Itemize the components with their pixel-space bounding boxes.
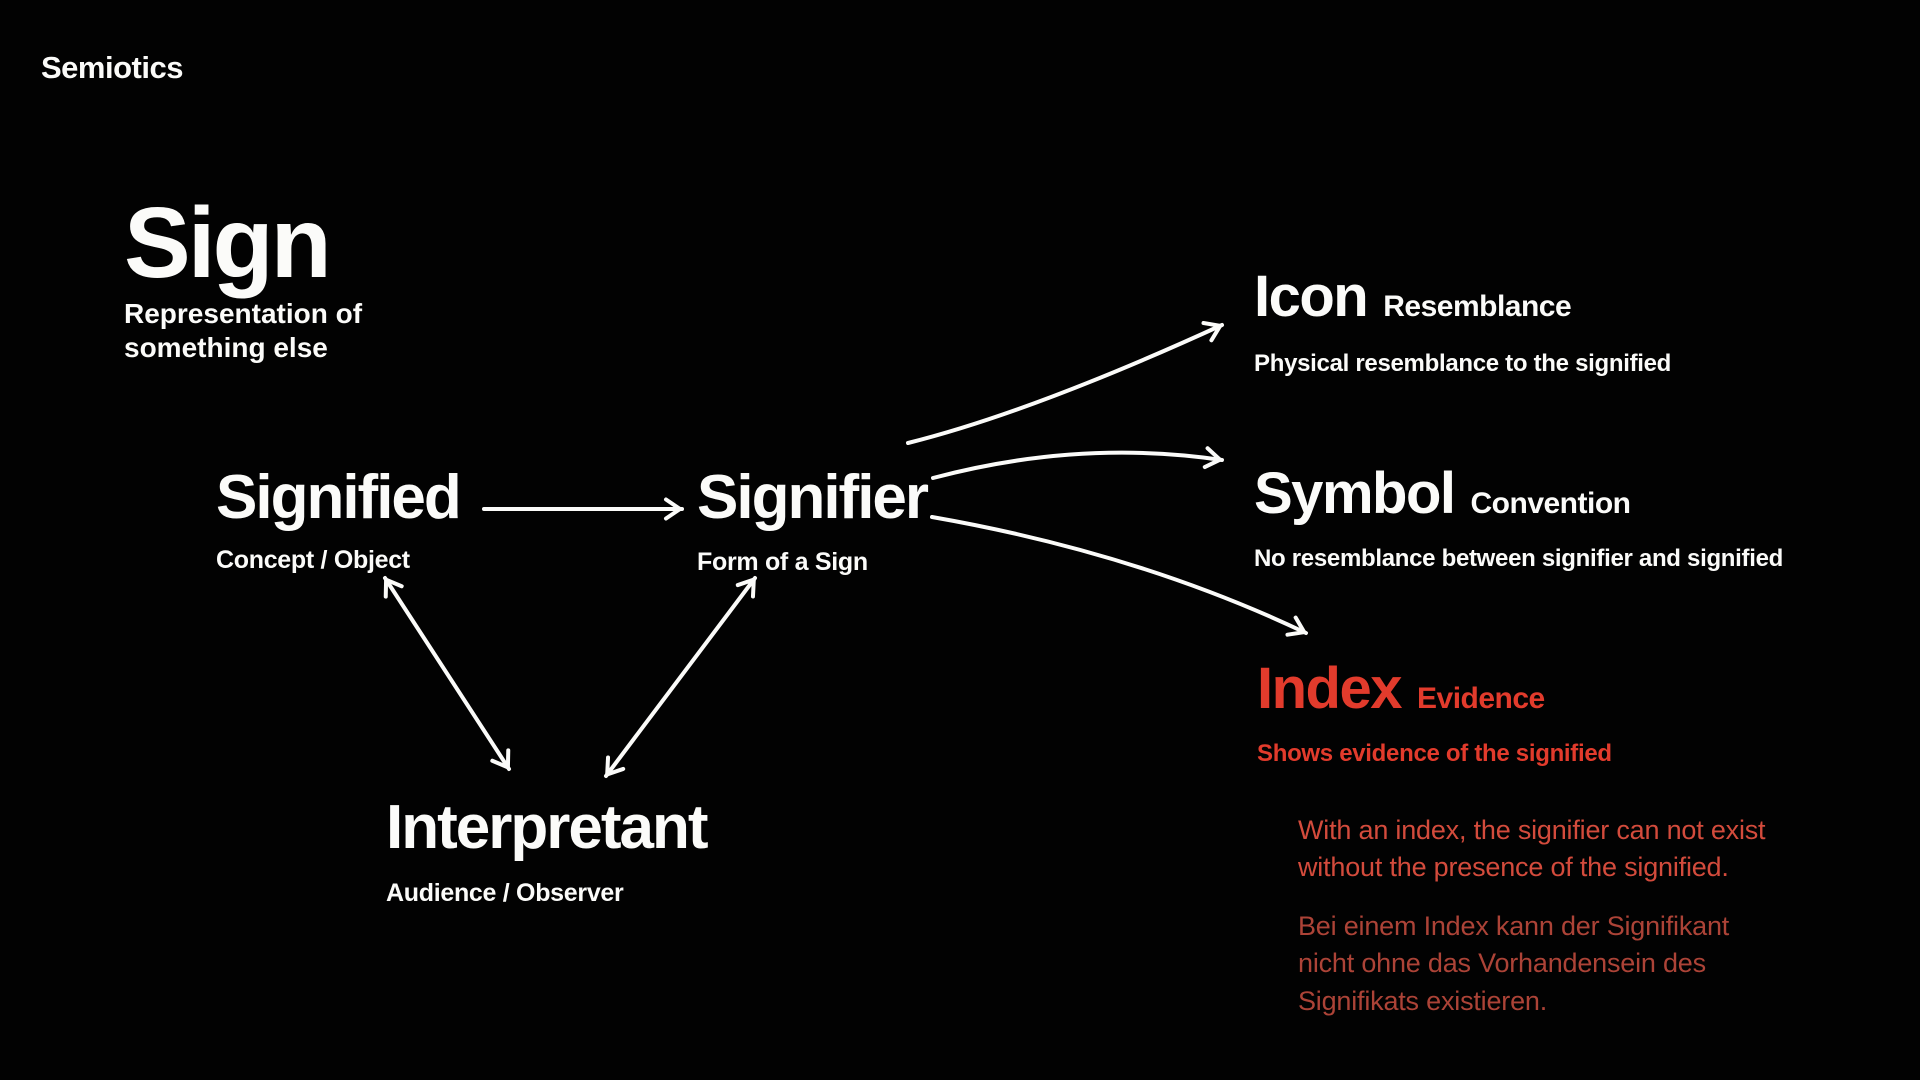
icon-title: Icon xyxy=(1254,264,1369,329)
interpretant-title: Interpretant xyxy=(386,793,708,862)
page-title: Semiotics xyxy=(41,50,183,85)
index-description: Shows evidence of the signified xyxy=(1257,740,1612,767)
index-note-german: Bei einem Index kann der Signifikant nic… xyxy=(1298,911,1730,1016)
interpretant-subtitle: Audience / Observer xyxy=(386,879,624,907)
arrow-signifier-to-icon xyxy=(906,321,1224,445)
node-interpretant: Interpretant Audience / Observer xyxy=(386,793,708,908)
signifier-subtitle: Form of a Sign xyxy=(697,548,868,576)
arrow-signifier-to-symbol xyxy=(931,446,1224,480)
sign-type-icon: Icon Resemblance Physical resemblance to… xyxy=(1254,268,1671,378)
symbol-title: Symbol xyxy=(1254,461,1456,526)
node-sign: Sign Representation of something else xyxy=(124,187,363,365)
sign-type-symbol: Symbol Convention No resemblance between… xyxy=(1254,465,1783,573)
index-title: Index xyxy=(1257,656,1403,721)
index-tag: Evidence xyxy=(1417,682,1545,715)
sign-type-index: Index Evidence Shows evidence of the sig… xyxy=(1257,660,1612,768)
sign-subtitle: Representation of something else xyxy=(124,298,363,364)
symbol-tag: Convention xyxy=(1470,487,1632,520)
index-note-english: With an index, the signifier can not exi… xyxy=(1298,815,1766,883)
arrow-signifier-to-index xyxy=(930,515,1308,637)
sign-title: Sign xyxy=(124,187,332,299)
symbol-description: No resemblance between signifier and sig… xyxy=(1254,545,1784,572)
signifier-title: Signifier xyxy=(697,463,929,532)
node-signified: Signified Concept / Object xyxy=(216,463,462,575)
arrow-signified-interpretant xyxy=(383,576,511,771)
signified-title: Signified xyxy=(216,463,462,532)
arrow-interpretant-signifier xyxy=(604,576,757,778)
icon-tag: Resemblance xyxy=(1383,290,1572,323)
signified-subtitle: Concept / Object xyxy=(216,546,410,574)
icon-description: Physical resemblance to the signified xyxy=(1254,350,1672,377)
node-signifier: Signifier Form of a Sign xyxy=(697,463,929,577)
